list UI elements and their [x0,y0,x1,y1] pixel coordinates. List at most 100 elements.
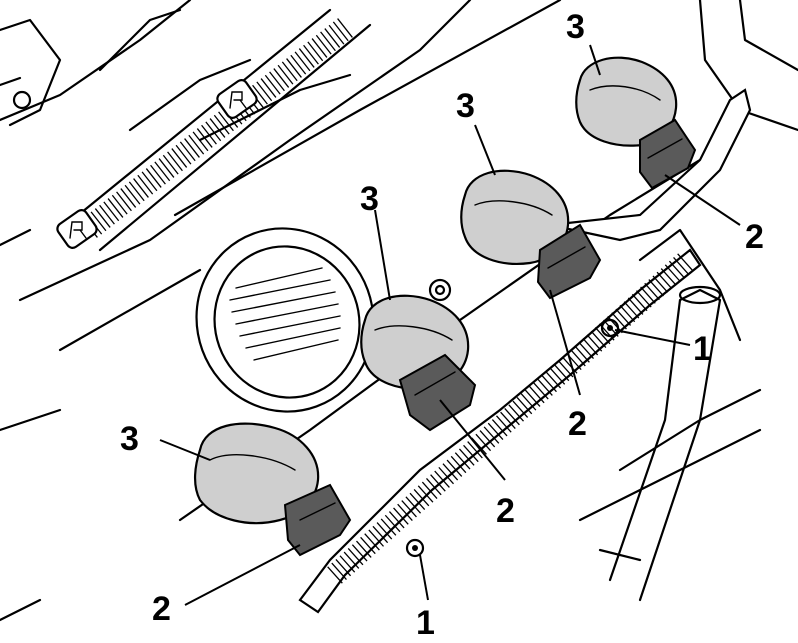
upper-loom-rib [179,141,196,162]
harness-rib [421,481,438,499]
callout-plug-2: 2 [496,492,515,530]
upper-loom-rib [120,188,137,208]
harness-rib [467,441,483,459]
loom-clip-mid [216,79,258,119]
harness-rib [623,301,640,319]
upper-loom-rib [162,154,179,175]
callout-coil-4: 3 [566,8,585,46]
harness-rib [537,378,553,396]
harness-rib [545,371,562,389]
harness-rib [640,286,656,304]
harness-rib [520,393,537,411]
upper-loom-rib [298,48,315,68]
upper-loom-rib [184,138,200,158]
harness-rib [347,547,364,566]
coil-connector-3 [536,223,602,300]
upper-loom-rib [205,121,222,142]
harness-rib [594,327,611,345]
harness-rib [652,275,669,293]
upper-loom-rib [290,54,307,75]
upper-loom-rib [167,151,183,172]
upper-loom-rib [286,58,302,78]
upper-loom-rib [111,194,128,215]
harness-rib [673,257,689,275]
harness-rib [677,253,693,271]
upper-loom-rib [145,168,162,188]
harness-rib [500,411,516,429]
callout-bolt-lower: 1 [416,604,435,638]
harness-rib [458,448,475,466]
upper-loom-rib [303,44,319,65]
harness-rib [401,500,417,518]
harness-rib [549,367,566,385]
upper-wiring-loom [58,8,372,252]
upper-loom-rib [218,111,234,132]
upper-loom-rib [90,211,107,232]
harness-rib [533,382,549,400]
harness-rib [446,459,463,477]
harness-rib [487,422,504,441]
harness-rib [619,304,636,323]
upper-loom-rib [171,148,188,168]
upper-loom-rib [141,171,158,192]
coil-connector-4 [639,118,697,190]
upper-loom-rib [256,81,273,102]
upper-loom-rib [94,208,111,228]
upper-loom-rib [252,84,268,105]
harness-rib [372,525,389,544]
harness-rib [512,400,529,418]
harness-rib [450,455,467,474]
upper-loom-rib [128,181,145,202]
harness-rib [578,341,594,360]
harness-rib [454,452,471,470]
harness-rib [434,470,450,488]
harness-rib [524,389,541,407]
harness-rib [648,279,664,297]
harness-rib [417,485,434,503]
harness-rib [631,293,648,312]
harness-rib [356,540,372,558]
harness-rib [615,308,632,326]
harness-rib [380,518,397,536]
harness-rib [327,566,343,584]
cover-bolt-center [428,278,452,302]
loom-clip-left [56,209,98,249]
upper-loom-rib [332,21,349,42]
upper-loom-rib [320,31,336,52]
harness-rib [483,426,500,444]
harness-rib [504,408,520,426]
harness-rib [491,419,508,437]
harness-rib [475,433,492,452]
harness-rib [331,562,347,580]
harness-rib [586,334,603,352]
upper-loom-rib [116,191,132,212]
harness-rib [664,264,681,282]
harness-rib [413,489,430,507]
callout-coil-2: 3 [360,180,379,218]
upper-loom-rib [150,164,166,185]
upper-loom-rib [264,74,281,95]
harness-rib [376,522,393,540]
coolant-hose [598,285,722,602]
harness-rib [557,360,574,378]
harness-rib [364,533,380,551]
upper-loom-rib [260,78,277,98]
harness-bolt-lower [405,538,425,558]
harness-rib [611,312,627,330]
harness-rib [553,363,570,382]
callout-plug-1: 2 [152,590,171,628]
upper-loom-rib [273,68,290,88]
leader-lines [159,44,741,606]
upper-loom-rib [294,51,311,72]
intake-bracket [0,8,352,142]
harness-rib [541,374,557,393]
upper-loom-rib [107,198,124,218]
upper-loom-rib [281,61,298,82]
upper-loom-rib [311,38,328,58]
harness-rib [570,349,586,367]
callout-plug-4: 2 [745,218,764,256]
upper-loom-rib [158,158,175,178]
upper-loom-rib [328,24,345,45]
harness-rib [397,503,413,522]
